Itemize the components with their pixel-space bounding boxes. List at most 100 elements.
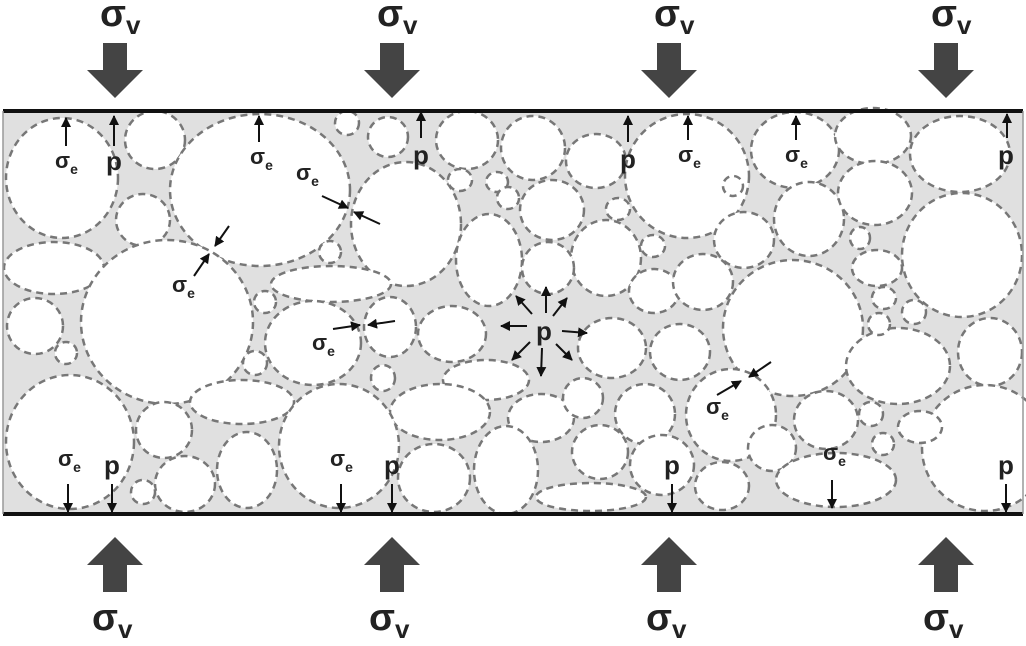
grain-66: [484, 170, 510, 194]
sigma-e-label-8: σe: [706, 394, 729, 423]
grain-74: [495, 185, 521, 211]
p-label-top-3: p: [620, 144, 636, 174]
grain-27: [416, 304, 488, 364]
p-label-top-2: p: [413, 140, 429, 170]
grain-69: [870, 285, 898, 311]
grain-71: [900, 298, 928, 326]
grain-28: [520, 240, 576, 296]
sigma-v-label-bottom-1: σv: [92, 597, 133, 644]
sigma-v-label-bottom-2: σv: [369, 597, 410, 644]
sigma-v-label-top-2: σv: [377, 0, 418, 40]
sigma-v-label-top-3: σv: [654, 0, 695, 40]
grain-21: [900, 191, 1024, 319]
grain-68: [639, 233, 667, 259]
sigma-e-label-7: σe: [312, 330, 335, 359]
grain-5: [366, 115, 410, 159]
load-arrow-top-3: [641, 43, 697, 98]
p-label-bottom-2: p: [384, 450, 400, 480]
sigma-v-arrows-top: [87, 43, 974, 98]
grain-29: [627, 267, 681, 315]
grain-72: [866, 311, 892, 337]
arrow-burst-nw: [515, 295, 533, 315]
grain-6: [434, 109, 500, 171]
grain-59: [896, 409, 944, 445]
grain-8: [564, 132, 628, 190]
sigma-v-label-top-1: σv: [100, 0, 141, 40]
grain-63: [317, 239, 343, 265]
grain-26: [362, 295, 418, 359]
grains-layer: [2, 106, 1026, 516]
grain-77: [721, 174, 745, 198]
sigma-e-label-2: σe: [250, 144, 273, 173]
grain-49: [277, 382, 401, 510]
arrow-burst-ne: [552, 297, 568, 317]
grain-51: [472, 424, 540, 516]
grain-13: [114, 192, 172, 248]
arrow-burst-sw: [511, 341, 531, 361]
grain-54: [613, 382, 677, 446]
grain-14: [349, 160, 463, 288]
grain-23: [79, 238, 255, 406]
sigma-v-label-bottom-4: σv: [923, 597, 964, 644]
load-arrow-top-2: [364, 43, 420, 98]
grain-39: [506, 392, 576, 444]
grain-58: [774, 451, 898, 509]
grain-41: [648, 322, 712, 382]
p-label-top-4: p: [998, 140, 1014, 170]
grain-34: [956, 316, 1024, 388]
load-arrow-top-1: [87, 43, 143, 98]
grain-60: [129, 478, 157, 506]
grain-45: [4, 373, 136, 511]
arrow-contact-3b: [367, 318, 396, 329]
grain-33: [844, 326, 952, 406]
grain-44: [920, 383, 1026, 513]
grain-64: [369, 363, 397, 393]
load-arrow-bottom-1: [87, 537, 143, 592]
grain-7: [499, 114, 567, 182]
sigma-e-label-1: σe: [55, 148, 78, 177]
arrow-contact-1b: [353, 211, 381, 225]
arrow-contact-3a: [332, 321, 361, 332]
grain-15: [454, 212, 524, 308]
grain-55: [628, 433, 696, 497]
grain-57: [746, 423, 798, 473]
grain-61: [53, 340, 79, 366]
arrow-burst-s: [536, 347, 547, 377]
grain-25: [263, 299, 363, 387]
p-label-bottom-1: p: [104, 450, 120, 480]
sigma-e-label-9: σe: [58, 446, 81, 475]
grain-43: [792, 389, 860, 451]
grain-73: [561, 376, 605, 420]
grain-36: [188, 378, 296, 426]
sigma-e-label-6: σe: [172, 272, 195, 301]
grain-4: [333, 109, 361, 137]
grain-9: [623, 112, 751, 240]
grain-76: [870, 431, 896, 457]
load-arrow-top-4: [918, 43, 974, 98]
grain-38: [388, 382, 492, 442]
load-arrow-bottom-4: [918, 537, 974, 592]
sigma-v-label-top-4: σv: [931, 0, 972, 40]
grain-31: [721, 258, 865, 398]
grain-24: [269, 264, 393, 304]
sigma-e-label-5: σe: [785, 142, 808, 171]
arrow-contact-2b: [193, 253, 210, 277]
p-label-bottom-3: p: [664, 450, 680, 480]
grain-1: [4, 116, 120, 240]
grain-52: [534, 481, 648, 513]
grain-16: [518, 178, 586, 242]
grain-32: [850, 248, 904, 288]
p-label-top-1: p: [106, 146, 122, 176]
grain-19: [772, 180, 846, 258]
grain-11: [833, 106, 913, 166]
grain-70: [848, 225, 872, 251]
grain-3: [168, 112, 352, 268]
arrow-burst-e: [561, 327, 588, 338]
arrow-contact-2a: [214, 225, 230, 247]
arrow-contact-4b: [716, 380, 742, 396]
grain-46: [134, 400, 194, 460]
sigma-v-arrows-bottom: [87, 537, 974, 592]
grain-65: [446, 167, 474, 193]
grain-30: [671, 252, 735, 312]
